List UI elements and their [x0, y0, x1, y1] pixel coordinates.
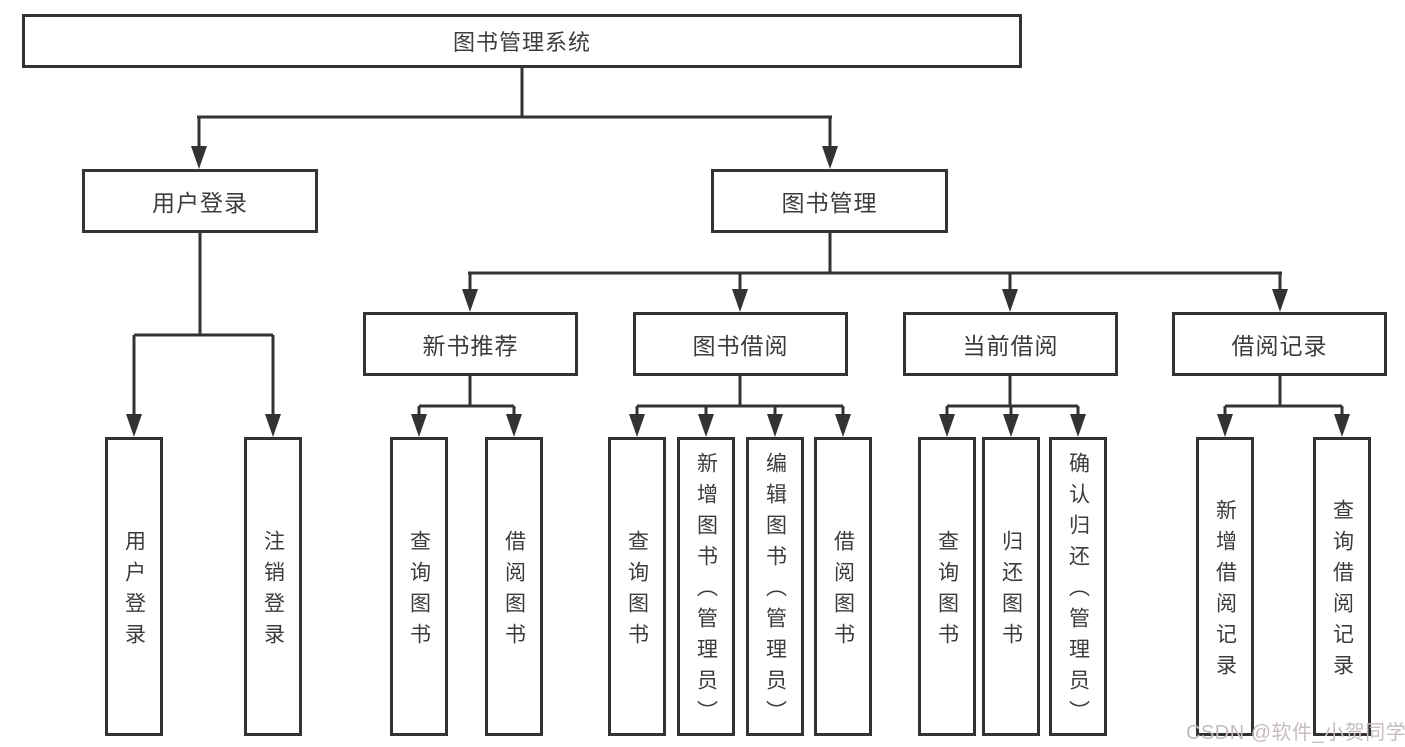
leaf-query-books-borrow: 查询图书 — [608, 437, 666, 736]
arrowhead — [1272, 289, 1288, 312]
node-book-management: 图书管理 — [711, 169, 948, 233]
arrowhead — [1002, 289, 1018, 312]
leaf-logout-label: 注销登录 — [261, 529, 285, 654]
arrowhead — [265, 414, 281, 437]
leaf-confirm-return-admin: 确认归还（管理员） — [1049, 437, 1107, 736]
node-root: 图书管理系统 — [22, 14, 1022, 68]
arrowhead — [629, 414, 645, 437]
leaf-logout: 注销登录 — [244, 437, 302, 736]
leaf-borrow-books-label: 借阅图书 — [831, 529, 855, 654]
node-root-label: 图书管理系统 — [452, 30, 591, 55]
leaf-add-book-admin-label: 新增图书（管理员） — [694, 452, 718, 731]
arrowhead — [506, 414, 522, 437]
arrowheads — [126, 146, 1350, 437]
arrowhead — [767, 414, 783, 437]
arrowhead — [939, 414, 955, 437]
arrowhead — [1003, 414, 1019, 437]
node-current-borrowing: 当前借阅 — [903, 312, 1118, 376]
leaf-query-books-recommend-label: 查询图书 — [407, 529, 431, 654]
arrowhead — [732, 289, 748, 312]
leaf-borrow-books-recommend: 借阅图书 — [485, 437, 543, 736]
leaf-borrow-books-recommend-label: 借阅图书 — [502, 529, 526, 654]
node-book-borrowing: 图书借阅 — [633, 312, 848, 376]
arrowhead — [698, 414, 714, 437]
node-borrowing-records: 借阅记录 — [1172, 312, 1387, 376]
leaf-query-books-current: 查询图书 — [918, 437, 976, 736]
node-user-login-label: 用户登录 — [152, 190, 248, 216]
arrowhead — [835, 414, 851, 437]
leaf-confirm-return-admin-label: 确认归还（管理员） — [1066, 452, 1090, 731]
node-new-book-recommendation: 新书推荐 — [363, 312, 578, 376]
csdn-watermark: CSDN @软件_小贺同学 — [1186, 722, 1405, 744]
leaf-edit-book-admin-label: 编辑图书（管理员） — [763, 452, 787, 731]
leaf-query-books-current-label: 查询图书 — [935, 529, 959, 654]
arrowhead — [1217, 414, 1233, 437]
arrowhead — [822, 146, 838, 169]
node-current-borrowing-label: 当前借阅 — [962, 333, 1059, 359]
leaf-return-books-label: 归还图书 — [999, 529, 1023, 654]
node-borrowing-records-label: 借阅记录 — [1231, 333, 1328, 359]
leaf-add-book-admin: 新增图书（管理员） — [677, 437, 735, 736]
leaf-user-login-label: 用户登录 — [122, 529, 146, 654]
leaf-query-books-recommend: 查询图书 — [390, 437, 448, 736]
node-book-management-label: 图书管理 — [781, 190, 878, 216]
arrowhead — [1070, 414, 1086, 437]
arrowhead — [462, 289, 478, 312]
connector-path — [132, 68, 1344, 420]
node-user-login: 用户登录 — [82, 169, 318, 233]
node-book-borrowing-label: 图书借阅 — [692, 333, 789, 359]
node-new-book-recommendation-label: 新书推荐 — [422, 333, 519, 359]
leaf-user-login: 用户登录 — [105, 437, 163, 736]
leaf-query-borrow-record-label: 查询借阅记录 — [1330, 498, 1354, 685]
leaf-borrow-books: 借阅图书 — [814, 437, 872, 736]
leaf-return-books: 归还图书 — [982, 437, 1040, 736]
arrowhead — [126, 414, 142, 437]
arrowhead — [191, 146, 207, 169]
leaf-query-books-borrow-label: 查询图书 — [625, 529, 649, 654]
leaf-add-borrow-record: 新增借阅记录 — [1196, 437, 1254, 736]
leaf-add-borrow-record-label: 新增借阅记录 — [1213, 498, 1237, 685]
arrowhead — [411, 414, 427, 437]
arrowhead — [1334, 414, 1350, 437]
leaf-edit-book-admin: 编辑图书（管理员） — [746, 437, 804, 736]
leaf-query-borrow-record: 查询借阅记录 — [1313, 437, 1371, 736]
